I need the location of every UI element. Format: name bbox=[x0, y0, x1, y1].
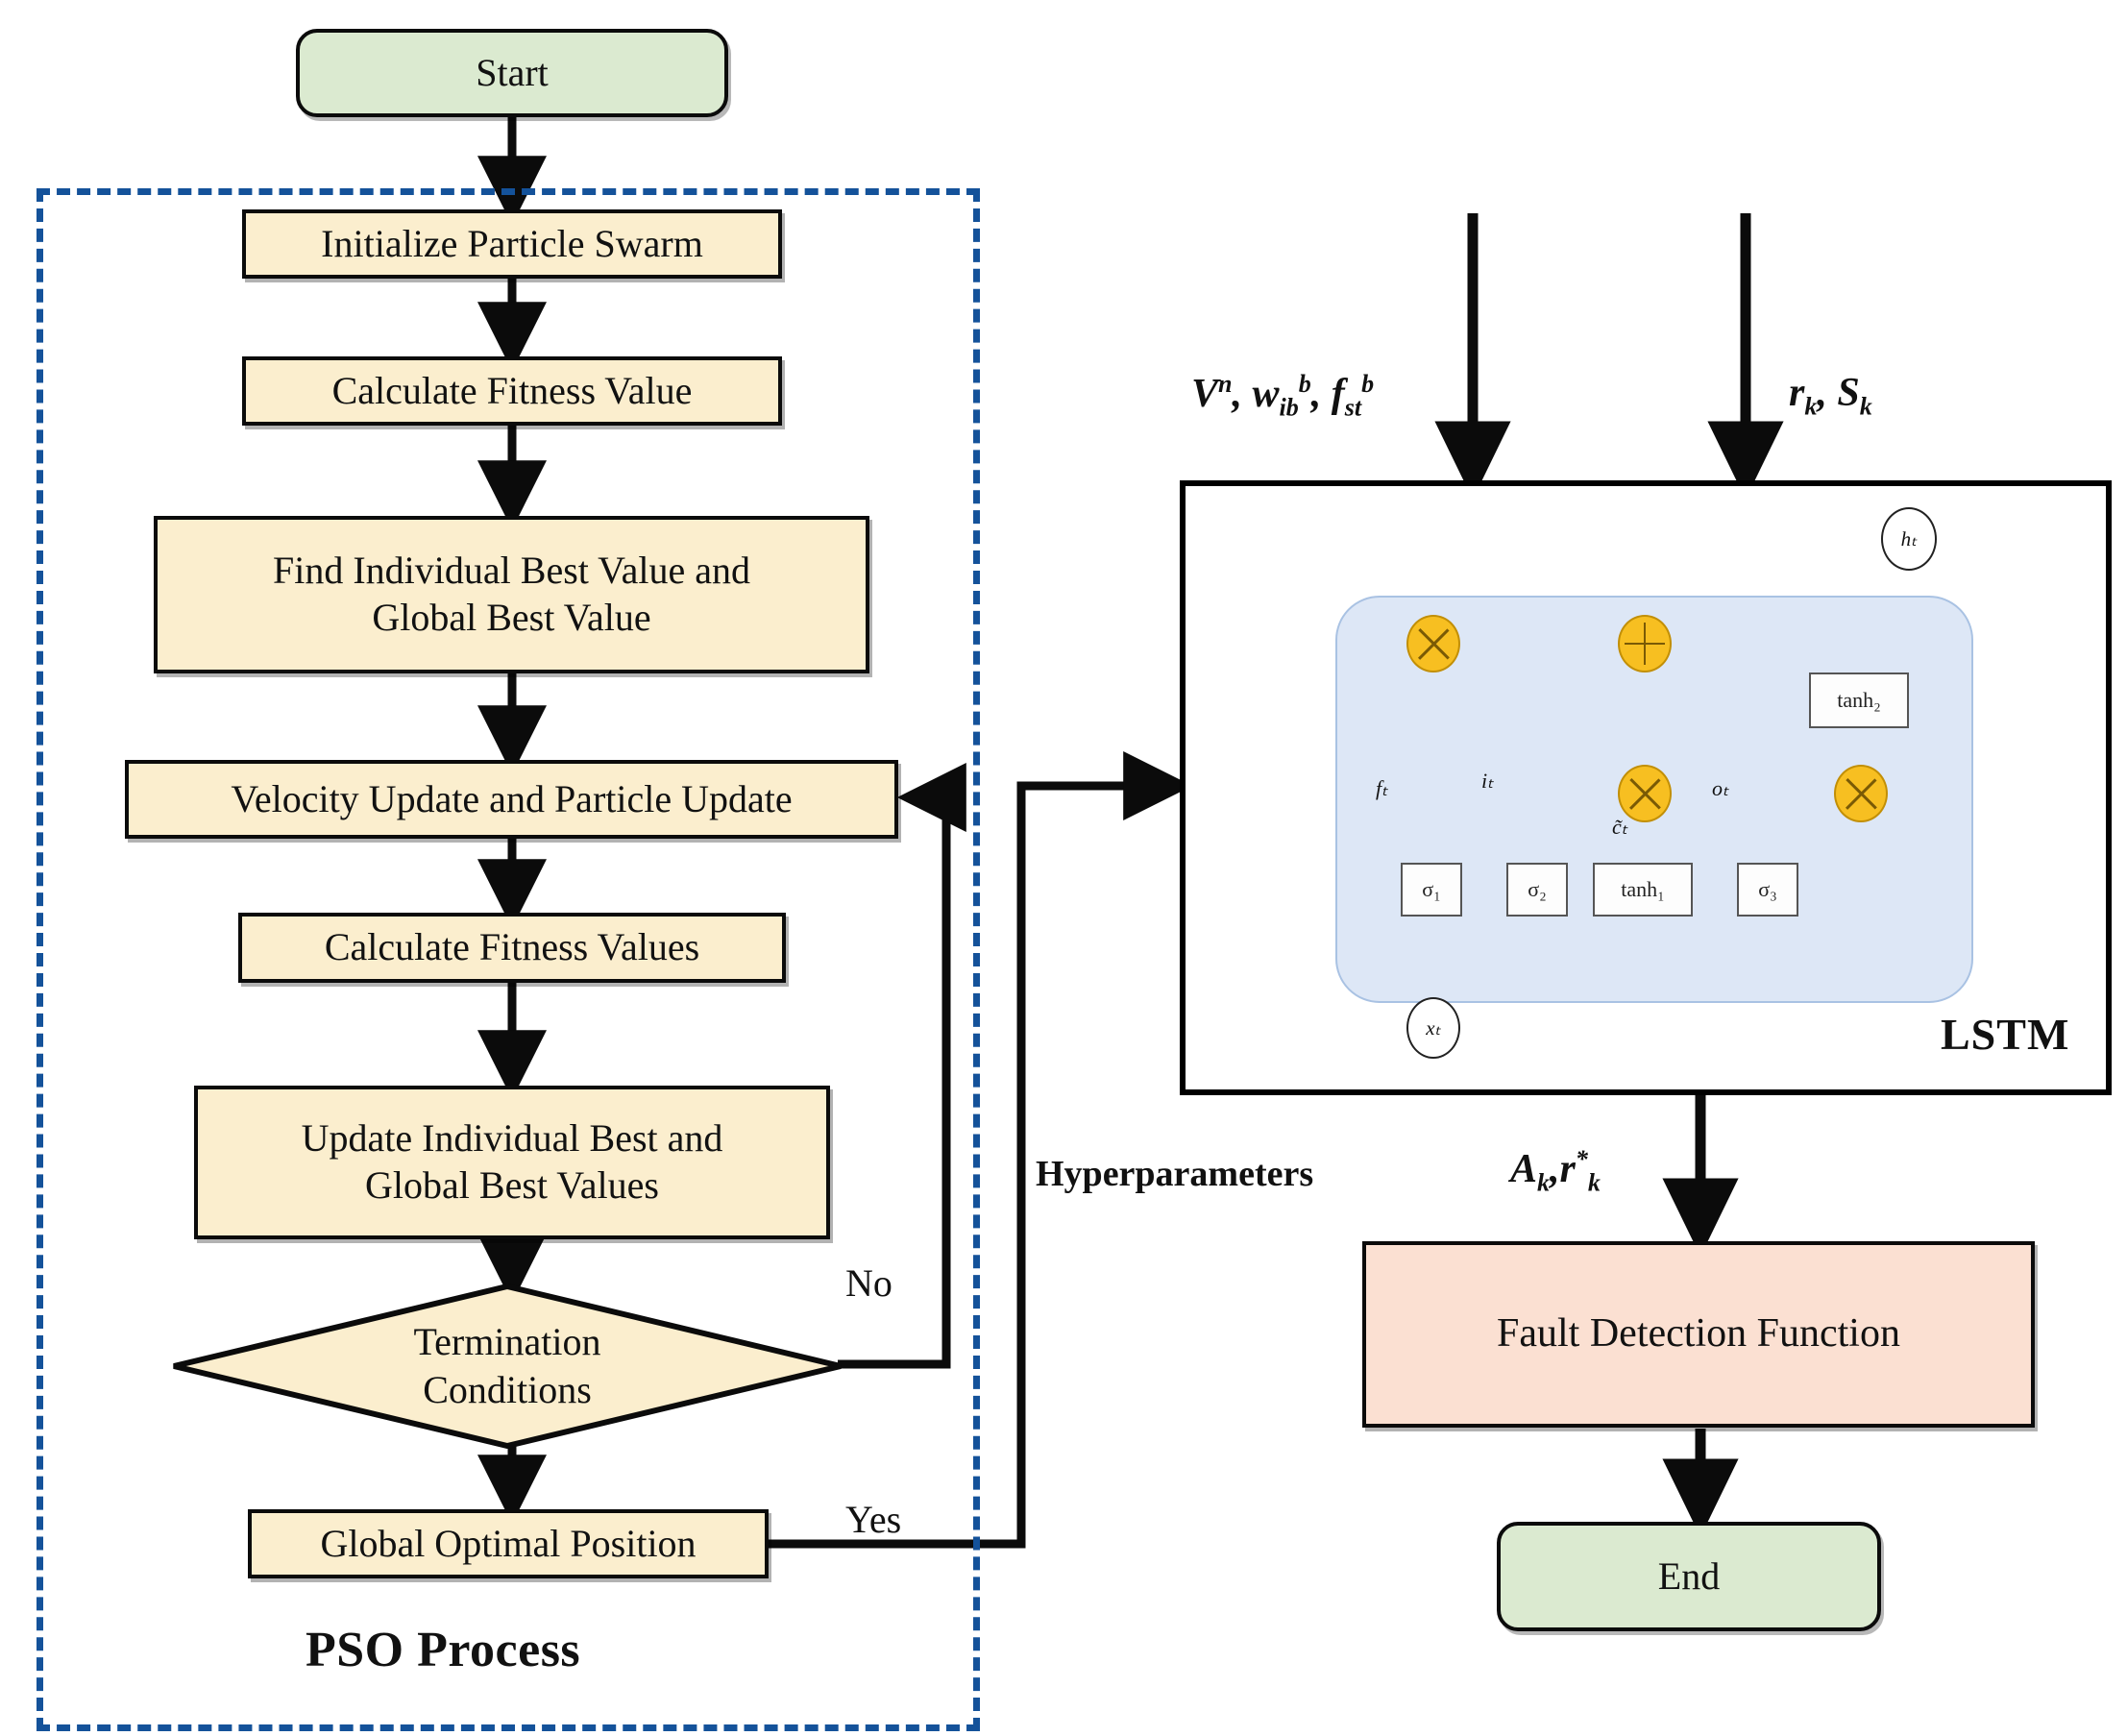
signal-input-gate: iₜ bbox=[1481, 769, 1494, 793]
gate-sigma3-label: σ₃ bbox=[1758, 877, 1777, 901]
lstm-input-right-label: rk, Sk bbox=[1789, 371, 1872, 421]
branch-yes-label: Yes bbox=[845, 1498, 902, 1541]
update-best-values-line1: Update Individual Best and bbox=[301, 1116, 723, 1161]
signal-output-gate: oₜ bbox=[1712, 776, 1729, 800]
termination-line1: Termination bbox=[413, 1320, 601, 1363]
multiply-output-node bbox=[1834, 765, 1888, 822]
start-label: Start bbox=[476, 50, 549, 94]
gate-tanh1-label: tanh₁ bbox=[1621, 877, 1665, 901]
velocity-update-label: Velocity Update and Particle Update bbox=[231, 776, 793, 820]
global-optimal-position-node[interactable]: Global Optimal Position bbox=[248, 1509, 769, 1578]
multiply-input-node bbox=[1618, 765, 1672, 822]
fault-detection-label: Fault Detection Function bbox=[1497, 1311, 1900, 1357]
find-best-values-line1: Find Individual Best Value and bbox=[273, 549, 750, 593]
calculate-fitness-value-node[interactable]: Calculate Fitness Value bbox=[242, 356, 782, 426]
calculate-fitness-values-node[interactable]: Calculate Fitness Values bbox=[238, 913, 786, 983]
termination-conditions-label: Termination Conditions bbox=[171, 1284, 843, 1449]
signal-candidate: c̃ₜ bbox=[1612, 815, 1628, 839]
start-node[interactable]: Start bbox=[296, 29, 728, 117]
lstm-output-label: Ak,r*k bbox=[1510, 1145, 1601, 1197]
update-best-values-node[interactable]: Update Individual Best and Global Best V… bbox=[194, 1086, 830, 1239]
fault-detection-node[interactable]: Fault Detection Function bbox=[1362, 1241, 2035, 1428]
gate-tanh2-label: tanh₂ bbox=[1837, 688, 1881, 712]
gate-tanh1[interactable]: tanh₁ bbox=[1593, 863, 1693, 917]
find-best-values-line2: Global Best Value bbox=[372, 596, 651, 639]
input-x-node: xₜ bbox=[1406, 997, 1460, 1059]
add-cell-node bbox=[1618, 615, 1672, 672]
branch-no-path bbox=[838, 763, 966, 1369]
signal-forget-gate: fₜ bbox=[1376, 776, 1388, 800]
gate-sigma3[interactable]: σ₃ bbox=[1737, 863, 1798, 917]
multiply-forget-node bbox=[1406, 615, 1460, 672]
hidden-state-label: hₜ bbox=[1900, 526, 1918, 550]
gate-sigma1[interactable]: σ₁ bbox=[1401, 863, 1462, 917]
calculate-fitness-value-label: Calculate Fitness Value bbox=[331, 368, 693, 412]
gate-sigma1-label: σ₁ bbox=[1422, 877, 1441, 901]
update-best-values-line2: Global Best Values bbox=[365, 1163, 659, 1207]
velocity-update-node[interactable]: Velocity Update and Particle Update bbox=[125, 760, 898, 839]
initialize-particle-swarm-node[interactable]: Initialize Particle Swarm bbox=[242, 209, 782, 279]
termination-conditions-node[interactable]: Termination Conditions bbox=[171, 1283, 843, 1450]
hidden-state-node: hₜ bbox=[1881, 507, 1937, 571]
lstm-title: LSTM bbox=[1941, 1010, 2070, 1059]
diamond-shape bbox=[173, 1283, 842, 1450]
lstm-input-arrows bbox=[1434, 213, 1784, 500]
end-label: End bbox=[1657, 1553, 1721, 1598]
find-best-values-node[interactable]: Find Individual Best Value and Global Be… bbox=[154, 516, 869, 673]
termination-line2: Conditions bbox=[423, 1368, 592, 1411]
gate-sigma2[interactable]: σ₂ bbox=[1506, 863, 1568, 917]
end-node[interactable]: End bbox=[1497, 1522, 1881, 1631]
gate-sigma2-label: σ₂ bbox=[1528, 877, 1547, 901]
lstm-input-left-label: Vn, wibb, fstb bbox=[1191, 370, 1375, 422]
branch-yes-path bbox=[769, 751, 1193, 1549]
global-optimal-position-label: Global Optimal Position bbox=[320, 1521, 697, 1565]
input-x-label: xₜ bbox=[1426, 1015, 1441, 1039]
initialize-particle-swarm-label: Initialize Particle Swarm bbox=[321, 221, 703, 265]
calculate-fitness-values-label: Calculate Fitness Values bbox=[324, 925, 700, 969]
branch-no-label: No bbox=[845, 1261, 892, 1305]
gate-tanh2[interactable]: tanh₂ bbox=[1809, 672, 1909, 728]
pso-region-boundary bbox=[37, 188, 980, 1731]
hyperparameters-label: Hyperparameters bbox=[1036, 1154, 1314, 1194]
pso-process-title: PSO Process bbox=[306, 1623, 581, 1677]
